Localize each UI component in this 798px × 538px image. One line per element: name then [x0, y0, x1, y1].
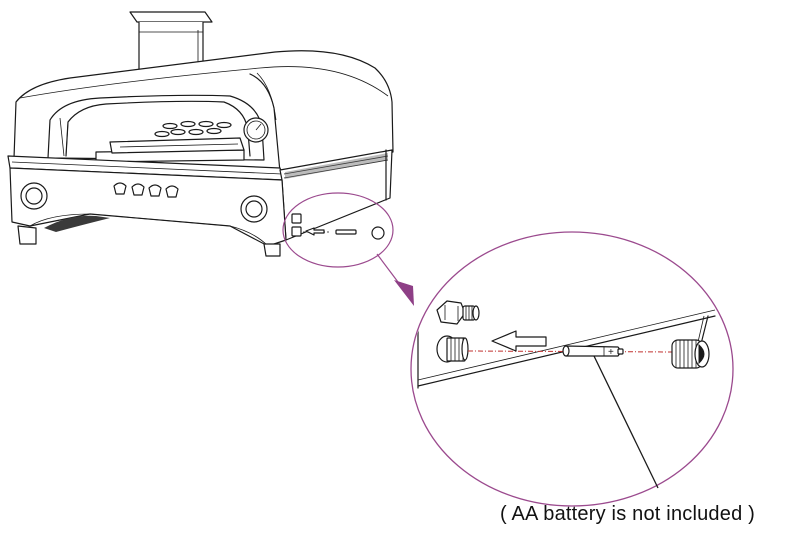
insert-direction-arrow-icon	[491, 330, 547, 352]
oven-side-panel	[279, 149, 393, 241]
pizza-oven-icon	[7, 11, 394, 257]
burner-plates	[95, 120, 245, 163]
battery-cap-icon	[671, 339, 710, 369]
caption-leader-line	[593, 355, 659, 489]
battery-note-caption: ( AA battery is not included )	[500, 503, 756, 525]
magnifier-callout-icon: +	[410, 231, 734, 507]
gas-control-knob-left-icon	[20, 182, 48, 210]
side-ignition-module-small	[291, 213, 385, 240]
thermometer-icon	[243, 117, 269, 143]
gas-control-knob-right-icon	[240, 195, 268, 223]
oven-foot-left	[17, 225, 37, 245]
battery-polarity-label: +	[608, 347, 614, 358]
chimney	[129, 11, 213, 71]
callout-arrow-icon	[376, 253, 414, 306]
ignition-buttons	[113, 182, 179, 198]
callout-source-oval	[282, 192, 394, 268]
oven-foot-right	[263, 243, 281, 257]
gas-fitting-icon	[436, 300, 480, 325]
battery-socket-icon	[436, 335, 469, 363]
aa-battery-icon: +	[562, 345, 624, 358]
